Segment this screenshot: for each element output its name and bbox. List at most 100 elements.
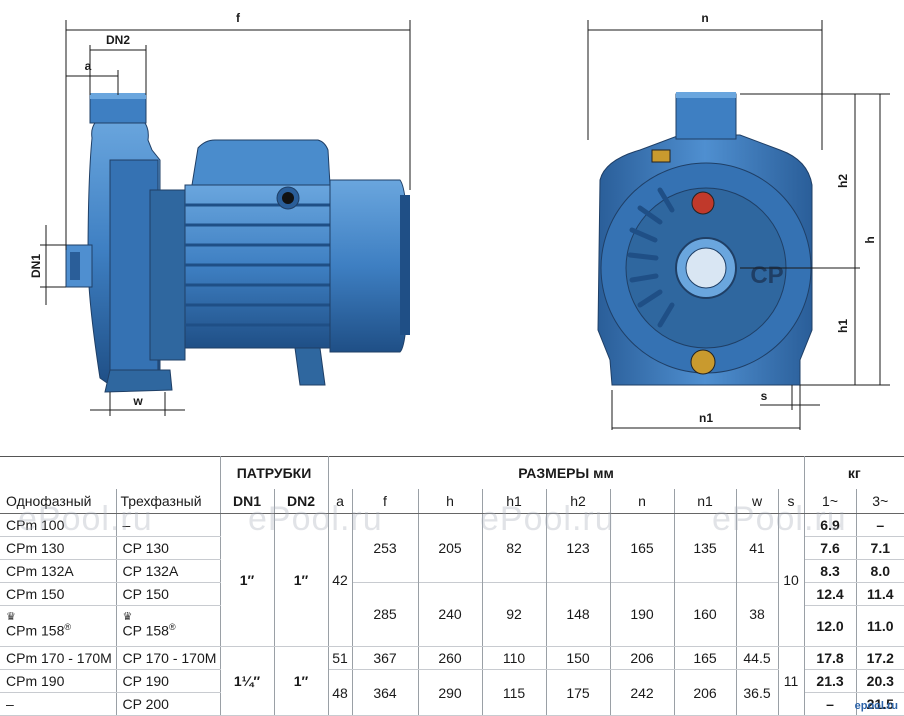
h-value: 240 [418,582,483,648]
n-value: 165 [610,513,675,583]
dim-w: w [132,394,143,408]
kg3-value: – [856,513,904,537]
kg3-value: 17.2 [856,646,904,671]
header-h2: h2 [546,489,611,514]
table-row: – CP 200 – 21.5 [0,692,904,716]
dim-h1: h1 [836,319,850,333]
header-a: a [328,489,353,514]
w-value: 36.5 [736,669,779,716]
h-value: 260 [418,646,483,671]
model-three: CP 130 [116,536,221,560]
header-f: f [352,489,419,514]
pump-drawing: f DN2 a DN1 w CP [29,11,890,430]
kg1-value: 8.3 [804,559,857,583]
model-single: CPm 132A [0,559,117,583]
table-row: CPm 170 - 170M CP 170 - 170M 1¼″ 1″ 51 3… [0,646,904,716]
n-value: 190 [610,582,675,648]
table-row: CPm 100 – 1″ 1″ 42 253 205 82 123 165 13… [0,513,904,648]
h2-value: 150 [546,646,611,671]
header-kg1: 1~ [804,489,857,514]
header-dimensions: РАЗМЕРЫ мм [328,456,805,489]
motor-foot [294,347,326,386]
front-view: CP n h2 h h1 s n1 [587,11,890,430]
n-value: 206 [610,646,675,671]
n1-value: 135 [674,513,737,583]
header-weight: кг [804,456,904,489]
priming-plug [691,191,715,215]
table-row: CPm 190 CP 190 48 364 290 115 175 242 20… [0,669,904,716]
crown-icon: ♛ [6,611,16,624]
terminal-box [191,139,331,186]
table-row: ♛ CPm 158® ♛ CP 158® 12.0 11.0 [0,605,904,648]
h2-value: 148 [546,582,611,648]
f-value: 367 [352,646,419,671]
header-kg3: 3~ [856,489,904,514]
kg1-value: 21.3 [804,669,857,694]
body-label: CP [750,262,783,289]
table-row: CPm 150 CP 150 285 240 92 148 190 160 38… [0,582,904,648]
table-row: CPm 130 CP 130 7.6 7.1 [0,536,904,560]
header-w: w [736,489,779,514]
header-nozzles: ПАТРУБКИ [220,456,329,489]
w-value: 41 [736,513,779,583]
model-three: – [116,513,221,537]
model-single: CPm 190 [0,669,117,694]
dn2-value: 1″ [274,513,329,648]
model-single: CPm 130 [0,536,117,560]
h1-value: 82 [482,513,547,583]
reg-mark: ® [64,622,71,633]
spec-table: ПАТРУБКИ РАЗМЕРЫ мм кг Однофазный Трехфа… [0,456,904,716]
w-value: 44.5 [736,646,779,671]
a-value: 48 [328,669,353,716]
side-view: f DN2 a DN1 w [29,11,411,416]
kg1-value: 12.0 [804,605,857,648]
dim-dn1: DN1 [29,254,43,278]
f-value: 285 [352,582,419,648]
kg1-value: 7.6 [804,536,857,560]
dim-a: a [85,59,92,73]
s-value: 10 [778,513,805,648]
kg3-value: 11.0 [856,605,904,648]
header-n1: n1 [674,489,737,514]
model-three: CP 150 [116,582,221,606]
n1-value: 160 [674,582,737,648]
dim-dn2: DN2 [106,33,130,47]
epool-logo: epool.ru [854,700,898,712]
model-single: CPm 170 - 170M [0,646,117,671]
h-value: 290 [418,669,483,716]
model-three: CP 158 [122,622,169,639]
model-single: – [0,692,117,716]
reg-mark: ® [168,622,176,633]
kg1-value: – [804,692,857,716]
dn1-value: 1¼″ [220,646,275,716]
f-value: 364 [352,669,419,716]
header-dn2: DN2 [274,489,329,514]
model-single: CPm 150 [0,582,117,606]
dn1-value: 1″ [220,513,275,648]
fan-cover [329,179,409,353]
model-single: CPm 100 [0,513,117,537]
header-h: h [418,489,483,514]
model-three: CP 170 - 170M [116,646,221,671]
a-value: 51 [328,646,353,671]
drain-plug [690,349,716,375]
h1-value: 92 [482,582,547,648]
kg3-value: 11.4 [856,582,904,606]
model-three: CP 200 [116,692,221,716]
kg3-value: 20.3 [856,669,904,694]
dim-s: s [761,389,768,403]
dim-h: h [863,236,877,243]
dn2-value: 1″ [274,646,329,716]
header-single-phase: Однофазный [0,489,117,514]
s-value: 11 [778,646,805,716]
header-dn1: DN1 [220,489,275,514]
table-row: CPm 132A CP 132A 8.3 8.0 [0,559,904,583]
dim-n: n [701,11,708,25]
model-three: CP 190 [116,669,221,694]
kg3-value: 21.5 [856,692,904,716]
f-value: 253 [352,513,419,583]
n-value: 242 [610,669,675,716]
h1-value: 110 [482,646,547,671]
model-three: CP 132A [116,559,221,583]
kg1-value: 17.8 [804,646,857,671]
